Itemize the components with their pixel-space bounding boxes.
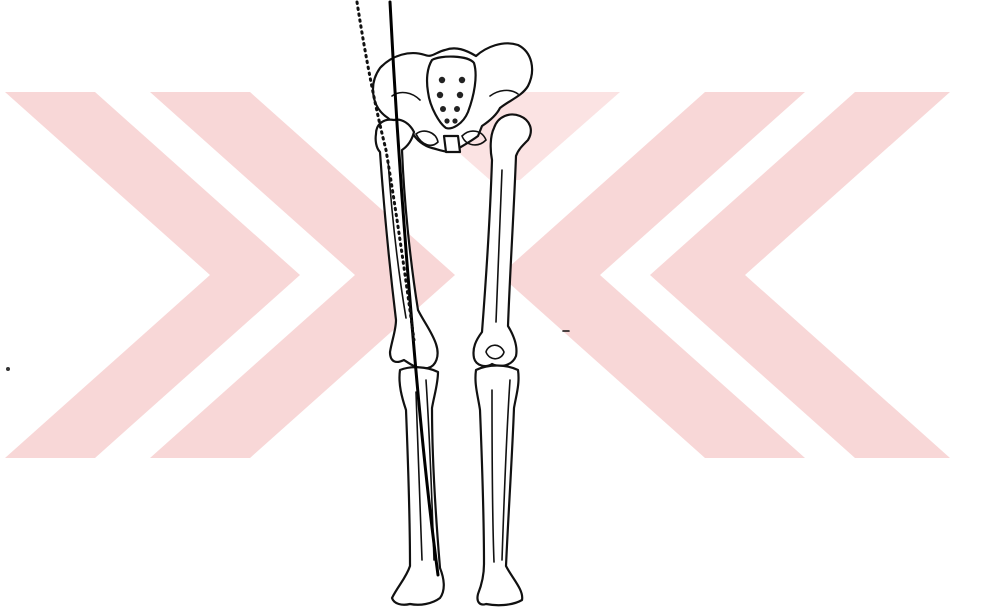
scan-speck	[6, 367, 10, 371]
sacral-foramen	[454, 106, 460, 112]
right-tibia-fibula	[475, 366, 522, 606]
sacral-foramen	[459, 77, 465, 83]
sacral-foramen	[437, 92, 443, 98]
sacral-foramen	[452, 118, 457, 123]
right-tibia-outline	[475, 366, 522, 606]
sacral-foramen	[457, 92, 463, 98]
sacral-foramen	[444, 118, 449, 123]
pubic-symphysis	[444, 136, 460, 152]
sacral-foramen	[440, 106, 446, 112]
sacral-foramen	[439, 77, 445, 83]
logo-watermark	[5, 92, 950, 458]
